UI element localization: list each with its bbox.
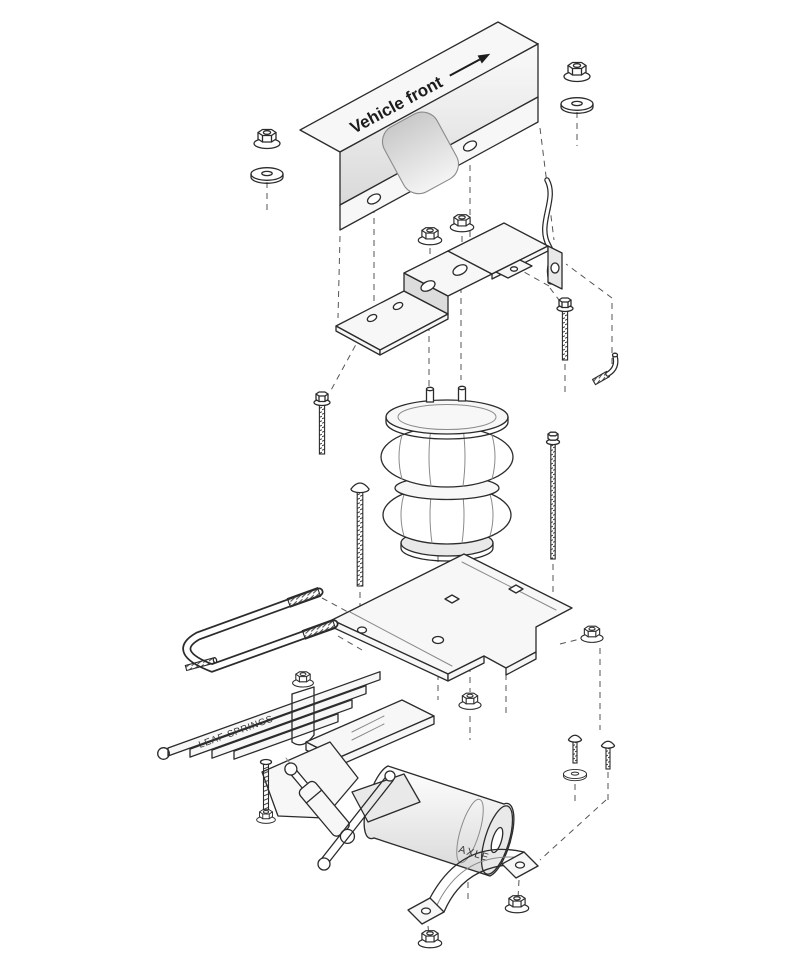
perch-bolt (262, 762, 270, 811)
leaf (211, 699, 353, 759)
upper-mounting-bracket (335, 222, 563, 356)
air-spring-top-plate (385, 399, 509, 435)
tab-hole (550, 262, 560, 274)
hex-bolt (556, 297, 574, 361)
leaf-spring-pack: LEAF SPRINGS (157, 671, 381, 760)
bracket-hole (366, 313, 378, 323)
air-spring (380, 385, 514, 562)
shock-absorber (284, 762, 356, 845)
channel-bolt-hole (366, 193, 382, 205)
flange-nut (563, 61, 591, 83)
elbow-air-fitting (591, 352, 619, 386)
button-bolt (600, 740, 616, 770)
air-spring-stud-hole (452, 264, 468, 276)
vehicle-front-arrow-head (477, 53, 491, 64)
flange-nut (256, 809, 276, 824)
square-hole (444, 594, 460, 604)
channel-cutout (381, 111, 459, 195)
air-spring-stud-hole (420, 280, 436, 292)
washer (563, 768, 587, 782)
square-hole (508, 584, 524, 594)
u-bolt (182, 587, 339, 673)
flange-nut (580, 625, 604, 643)
air-fitting-hole (509, 266, 519, 272)
vehicle-front-arrow-shaft (449, 58, 481, 77)
washer (250, 167, 284, 184)
channel-bolt-hole (462, 140, 478, 152)
button-bolt (567, 734, 583, 764)
flange-nut (417, 227, 443, 246)
axle-clamp-strap (407, 848, 539, 925)
strap-hole (420, 907, 432, 915)
hex-bolt-long (545, 431, 561, 560)
flange-nut (504, 895, 530, 914)
strap-hole (514, 861, 526, 869)
flange-nut (417, 930, 443, 949)
center-hole (431, 635, 445, 645)
air-spring-bellow-upper (380, 426, 514, 488)
link-eye (384, 770, 396, 782)
flange-nut (449, 214, 475, 233)
frame-channel-bracket: Vehicle front (299, 21, 539, 231)
leaf-clamp (291, 686, 315, 746)
leaf (167, 671, 381, 757)
bolt-hole (356, 626, 368, 634)
leaf (233, 713, 339, 760)
leaf (189, 685, 367, 758)
flange-nut (292, 671, 314, 688)
hex-bolt (313, 391, 331, 455)
washer (560, 97, 594, 114)
flange-nut (458, 692, 482, 710)
link-bar (317, 770, 396, 871)
lower-bracket-plate (331, 553, 573, 682)
bracket-hole (392, 301, 404, 311)
flange-nut (253, 128, 281, 150)
shock-eye-upper (284, 762, 298, 776)
leaf-spring-eye (157, 747, 170, 760)
carriage-bolt-long (350, 482, 370, 587)
link-eye (317, 857, 331, 871)
